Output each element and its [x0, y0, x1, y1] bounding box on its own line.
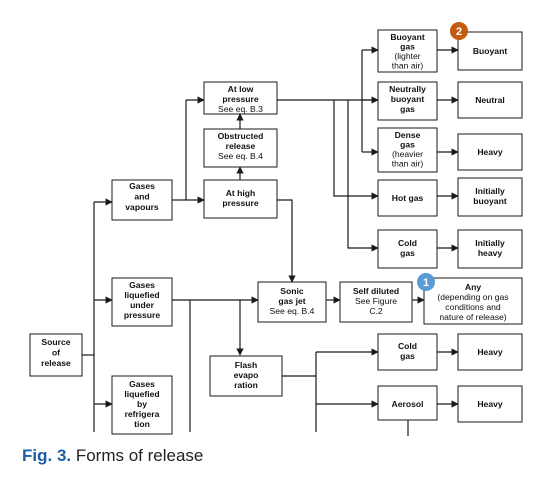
badge-1-circle	[417, 273, 435, 291]
svg-text:Heavy: Heavy	[477, 399, 503, 409]
svg-text:Hot gas: Hot gas	[392, 193, 424, 203]
outcome-heavy-aerosol: Heavy	[457, 385, 523, 423]
svg-text:See eq. B.4: See eq. B.4	[270, 306, 315, 316]
svg-text:Heavy: Heavy	[477, 347, 503, 357]
outcome-heavy-dense: Heavy	[457, 133, 523, 171]
svg-text:See eq. B.4: See eq. B.4	[218, 151, 263, 161]
node-aerosol: Aerosol	[377, 385, 438, 421]
svg-text:Buoyant: Buoyant	[473, 46, 508, 56]
connectors	[82, 46, 459, 436]
svg-text:Neutral: Neutral	[475, 95, 505, 105]
figure-caption: Fig. 3. Forms of release	[22, 446, 203, 466]
svg-text:Aerosol: Aerosol	[392, 399, 424, 409]
svg-text:1: 1	[423, 277, 429, 289]
node-hot-gas: Hot gas	[377, 179, 438, 217]
outcome-buoyant: Buoyant	[457, 31, 523, 71]
svg-text:Heavy: Heavy	[477, 147, 503, 157]
svg-text:See eq. B.3: See eq. B.3	[218, 104, 263, 114]
figure-number: Fig. 3.	[22, 446, 72, 465]
svg-text:2: 2	[456, 26, 462, 38]
badge-2-circle	[450, 22, 468, 40]
badge-1: 1	[417, 273, 435, 291]
outcome-neutral: Neutral	[457, 81, 523, 119]
figure-title: Forms of release	[71, 446, 204, 465]
badge-2: 2	[450, 22, 468, 40]
outcome-heavy-cold: Heavy	[457, 333, 523, 371]
svg-text:Any: Any	[465, 282, 481, 292]
svg-text:Self diluted: Self diluted	[353, 286, 399, 296]
